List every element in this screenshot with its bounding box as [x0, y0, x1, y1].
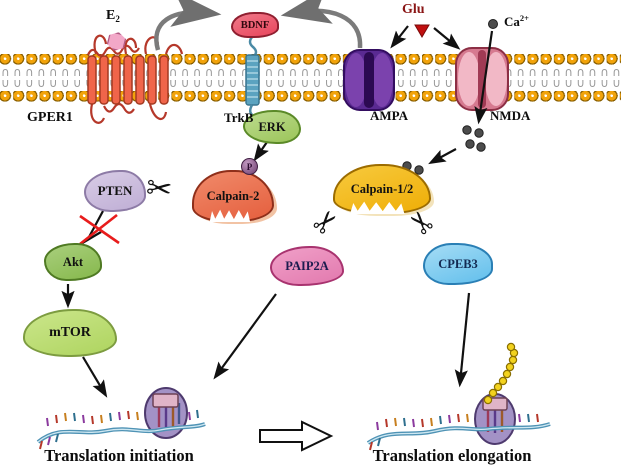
glu-label: Glu: [402, 2, 425, 17]
pathway-arrows: [61, 25, 494, 398]
mrna-initiation: [36, 409, 206, 450]
scissors-icon-pten: ✂: [144, 169, 174, 209]
ca-label: Ca2+: [504, 13, 529, 29]
bdnf-blob: BDNF: [231, 12, 279, 38]
calpain12-cleft: [350, 201, 405, 214]
gper1-label: GPER1: [27, 110, 73, 125]
gper1-receptor: [87, 55, 169, 105]
akt-blob: Akt: [44, 243, 102, 281]
paip2a-blob: PAIP2A: [270, 246, 344, 286]
ampa-receptor: [343, 49, 395, 111]
initiation-to-elongation-arrow: [259, 420, 334, 452]
nmda-label: NMDA: [490, 108, 531, 123]
ribosome-initiation: [144, 387, 188, 439]
phospho-badge: P: [241, 158, 258, 175]
gper1-loops: [86, 34, 184, 124]
ampa-label: AMPA: [370, 108, 409, 123]
trkb-label: TrkB: [224, 110, 254, 125]
trkb-receptor: [245, 35, 271, 120]
translation-elongation-label: Translation elongation: [372, 446, 532, 465]
mtor-blob: mTOR: [23, 309, 117, 357]
gper1-to-bdnf-arrow: [154, 0, 222, 51]
e2-label: E2: [106, 8, 120, 24]
pten-akt-inhibition: [78, 210, 120, 246]
mrna-elongation: [366, 413, 551, 451]
translation-initiation-label: Translation initiation: [44, 446, 194, 465]
ribosome-elongation: [474, 393, 516, 445]
erk-blob: ERK: [243, 110, 301, 144]
ampa-to-bdnf-arrow: [280, 0, 363, 49]
calpain12-blob: Calpain-1/2: [333, 164, 431, 214]
cpeb3-blob: CPEB3: [423, 243, 493, 285]
calpain2-blob: Calpain-2: [192, 170, 274, 222]
polypeptide-chain: [483, 342, 519, 405]
calpain2-cleft: [209, 209, 251, 222]
glu-ligand-triangle: [414, 24, 430, 38]
pten-blob: PTEN: [84, 170, 146, 212]
